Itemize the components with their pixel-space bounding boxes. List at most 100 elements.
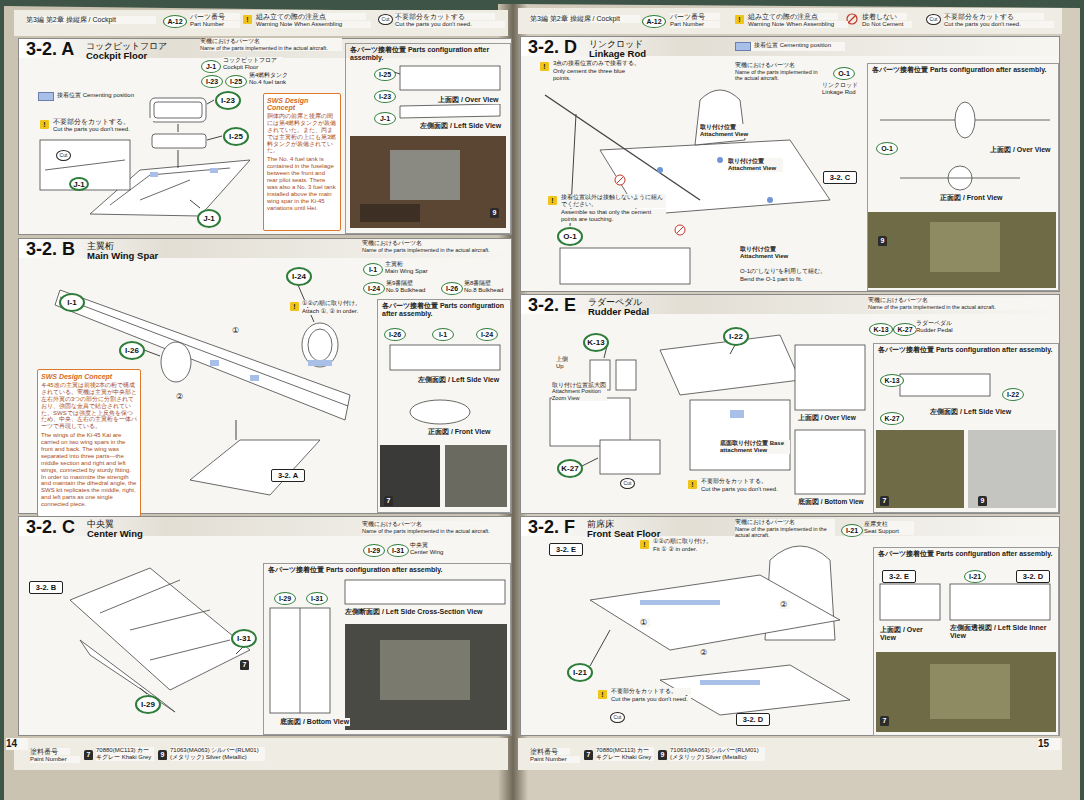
note-text: 実機におけるパーツ名 bbox=[735, 519, 835, 526]
model-photo bbox=[380, 640, 470, 700]
view-label: 上面図 / Over View bbox=[990, 146, 1055, 154]
part-number: I-31 bbox=[387, 544, 409, 557]
config-box-text: 各パーツ接着位置 Parts configuration after assem… bbox=[382, 302, 506, 318]
paint-number: 7 bbox=[880, 496, 889, 506]
note-text: Paint Number bbox=[530, 756, 580, 763]
note-text: ② bbox=[780, 600, 790, 609]
front-view-drawing bbox=[900, 178, 1020, 179]
design-note-text: The wings of the Ki-45 Kai are carried o… bbox=[41, 432, 137, 508]
paint-number: 9 bbox=[878, 236, 887, 246]
part-callout: K-13 bbox=[583, 333, 609, 352]
view-label: 取り付け位置 Attachment View bbox=[700, 124, 755, 138]
part-number: K-13 bbox=[880, 374, 904, 387]
model-photo bbox=[350, 136, 506, 228]
step-reference: 3-2. D bbox=[1016, 570, 1050, 583]
note-text: 組み立ての際の注意点 bbox=[256, 13, 366, 20]
view-label: 正面図 / Front View bbox=[428, 428, 508, 436]
wing-part bbox=[80, 640, 175, 712]
note-text: 不要部分をカットする bbox=[944, 13, 1044, 20]
config-box-text: 各パーツ接着位置 Parts configuration after assem… bbox=[350, 46, 506, 62]
config-box-text: 各パーツ接着位置 Parts configuration after assem… bbox=[878, 550, 1054, 558]
note-text: ラダーペダル bbox=[916, 320, 976, 327]
leader-line bbox=[730, 345, 735, 354]
legend-swatch bbox=[38, 92, 54, 101]
step-reference-text: 3-2. D bbox=[1023, 572, 1043, 581]
view-label: 左側断面図 / Left Side Cross-Section View bbox=[345, 608, 505, 616]
front-seat-floor bbox=[590, 575, 840, 650]
note-text: Name of the parts implemented in the act… bbox=[200, 45, 342, 51]
part-number: I-25 bbox=[374, 68, 396, 81]
detail-drawing bbox=[560, 248, 690, 284]
part-number-text: I-1 bbox=[439, 331, 447, 338]
bottom-view-drawing bbox=[795, 430, 865, 494]
note-text: ② bbox=[700, 648, 710, 657]
panel-ground bbox=[520, 516, 1060, 736]
step-panel-text: Main Wing Spar bbox=[87, 250, 158, 261]
part-number: I-26 bbox=[441, 282, 463, 295]
leader-line bbox=[140, 688, 147, 694]
note-text: Name of the parts implemented in the act… bbox=[868, 304, 1058, 310]
note-text: 第8番隔壁 bbox=[464, 280, 509, 287]
step-reference-text: 3-2. C bbox=[830, 173, 850, 182]
model-photo bbox=[445, 445, 507, 507]
assembly-arrow bbox=[178, 124, 179, 132]
part-callout: I-31 bbox=[231, 629, 257, 648]
note-text: 第9番隔壁 bbox=[386, 280, 436, 287]
part-number-text: I-23 bbox=[206, 78, 218, 85]
part-callout-text: I-31 bbox=[237, 634, 251, 643]
cement-point bbox=[657, 167, 663, 173]
step-reference: 3-2. D bbox=[736, 713, 770, 726]
cement-mark bbox=[730, 410, 744, 418]
legend-item: 接着位置 Cementing position bbox=[735, 42, 845, 51]
part-number: K-27 bbox=[893, 323, 917, 336]
note-text: Rudder Pedal bbox=[916, 327, 976, 334]
note-text: 実機におけるパーツ名 bbox=[362, 521, 508, 528]
wing-rib bbox=[130, 610, 210, 630]
no-cement-icon bbox=[617, 177, 623, 183]
legend-swatch bbox=[735, 42, 751, 51]
note-text: Cut the parts you don't need. bbox=[53, 126, 153, 133]
legend-item: 70880(MC113) カーキグレー Khaki Grey bbox=[96, 747, 154, 761]
note-text: 実機におけるパーツ名 bbox=[200, 38, 342, 45]
model-photo bbox=[930, 664, 1010, 719]
part-number: I-23 bbox=[374, 90, 396, 103]
part-callout: I-22 bbox=[723, 327, 749, 346]
part-number: K-13 bbox=[869, 323, 893, 336]
inset-view bbox=[40, 140, 130, 190]
part-number: A-12 bbox=[163, 15, 187, 28]
note-text: Seat Support bbox=[864, 528, 914, 535]
leader-line bbox=[207, 100, 214, 104]
note-text: 主翼桁 bbox=[385, 261, 435, 268]
note-text: 第3編 第2章 操縦席 / Cockpit bbox=[530, 15, 640, 23]
side-view-drawing bbox=[400, 104, 500, 118]
part-callout-text: O-1 bbox=[563, 232, 576, 241]
step-panel-text: 3-2. F bbox=[528, 517, 575, 538]
note-text: ①②の順に取り付け。 bbox=[302, 300, 374, 307]
panel-ground bbox=[18, 238, 512, 514]
note-text: No.9 Bulkhead bbox=[386, 287, 438, 294]
part-number: I-31 bbox=[306, 592, 328, 605]
model-photo bbox=[360, 204, 420, 222]
step-reference: 3-2. C bbox=[823, 171, 857, 184]
config-box-text: 各パーツ接着位置 Parts configuration after assem… bbox=[268, 566, 506, 574]
part-number: I-1 bbox=[363, 263, 383, 276]
note-text: Bend the O-1 part to fit. bbox=[740, 276, 860, 283]
design-note: SWS Design Concept胴体内の前席と後席の間には第4燃料タンクが装… bbox=[263, 93, 341, 231]
step-reference-text: 3-2. A bbox=[278, 471, 298, 480]
paint-number: 9 bbox=[658, 750, 667, 760]
note-text: コックピットフロア bbox=[223, 57, 283, 64]
note-text: パーツ番号 bbox=[670, 13, 720, 20]
no-cement-icon bbox=[677, 227, 683, 233]
part-callout-text: I-22 bbox=[729, 332, 743, 341]
note-text: Part Number bbox=[190, 21, 240, 28]
view-label: 左側面透視図 / Left Side Inner View bbox=[950, 624, 1055, 640]
base-inset bbox=[690, 400, 790, 470]
part-callout: J-1 bbox=[197, 209, 221, 228]
cockpit-floor bbox=[190, 440, 320, 495]
warning-icon: ! bbox=[598, 690, 607, 699]
legend-text: 70880(MC113) カーキグレー Khaki Grey bbox=[96, 747, 154, 761]
rudder-pedal bbox=[616, 360, 636, 390]
part-callout-text: K-27 bbox=[561, 464, 578, 473]
part-callout: J-1 bbox=[69, 177, 89, 191]
step-panel-text: 3-2. C bbox=[26, 517, 75, 538]
